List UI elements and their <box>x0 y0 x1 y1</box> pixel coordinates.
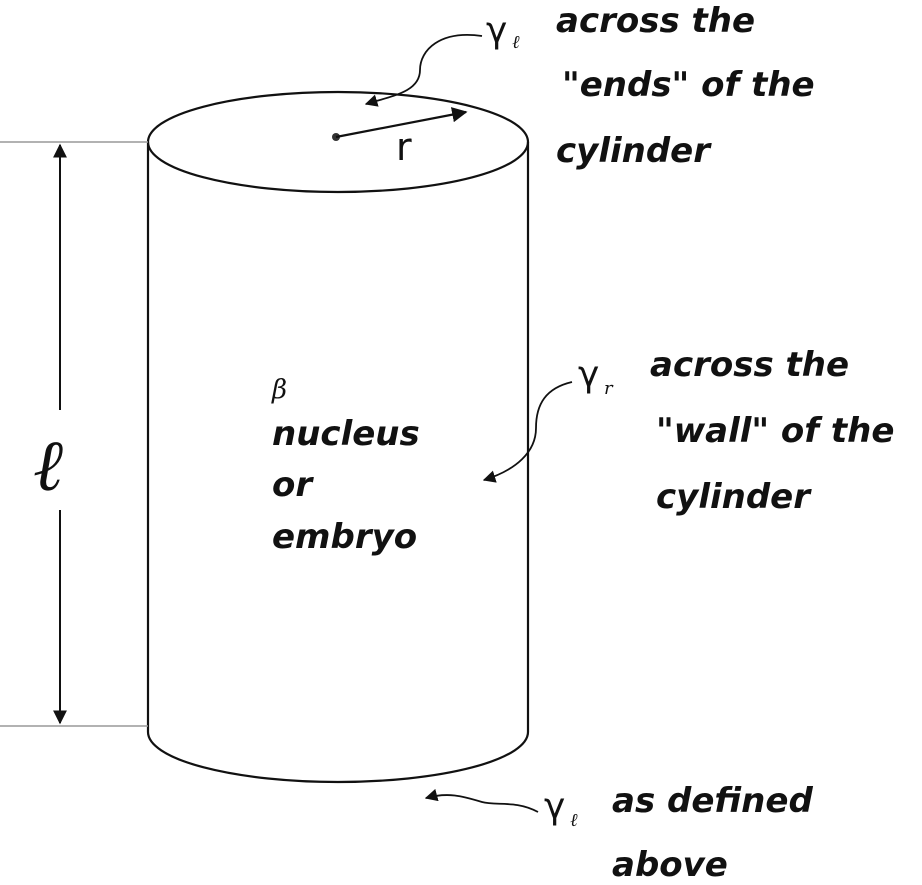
ends-line-3: cylinder <box>556 131 712 171</box>
ends-leader-arrow <box>364 34 483 107</box>
bottom-line-1: as defined <box>612 781 813 821</box>
radius-label: r <box>396 125 412 169</box>
wall-line-3: cylinder <box>656 477 812 517</box>
bottom-gamma: γ <box>544 786 565 827</box>
length-label: ℓ <box>33 423 63 507</box>
wall-leader-arrow <box>482 381 573 483</box>
bottom-leader-arrow <box>424 788 539 813</box>
cylinder-bottom-arc <box>146 731 530 784</box>
bottom-annotation: γ ℓ as defined above <box>424 781 813 885</box>
wall-line-2: "wall" of the <box>656 411 894 451</box>
length-dimension <box>0 141 148 727</box>
inner-line-2: or <box>272 465 314 505</box>
bottom-line-2: above <box>612 845 728 885</box>
ends-annotation: γ ℓ across the "ends" of the cylinder <box>364 1 815 171</box>
inner-label: β nucleus or embryo <box>271 375 420 557</box>
wall-line-1: across the <box>650 345 849 385</box>
phase-label: β <box>271 375 287 405</box>
ends-gamma-subscript: ℓ <box>512 32 520 53</box>
wall-annotation: γ r across the "wall" of the cylinder <box>482 345 894 517</box>
ends-gamma: γ <box>486 10 507 51</box>
wall-gamma: γ <box>578 354 599 395</box>
radius-marker: r <box>332 107 468 169</box>
ends-line-1: across the <box>556 1 755 41</box>
inner-line-1: nucleus <box>272 414 420 454</box>
cylinder-top-ellipse <box>146 90 530 194</box>
radius-line <box>335 107 468 139</box>
inner-line-3: embryo <box>272 517 417 557</box>
wall-gamma-subscript: r <box>604 378 614 399</box>
ends-line-2: "ends" of the <box>562 65 815 105</box>
cylinder <box>146 90 530 784</box>
bottom-gamma-subscript: ℓ <box>570 810 578 831</box>
